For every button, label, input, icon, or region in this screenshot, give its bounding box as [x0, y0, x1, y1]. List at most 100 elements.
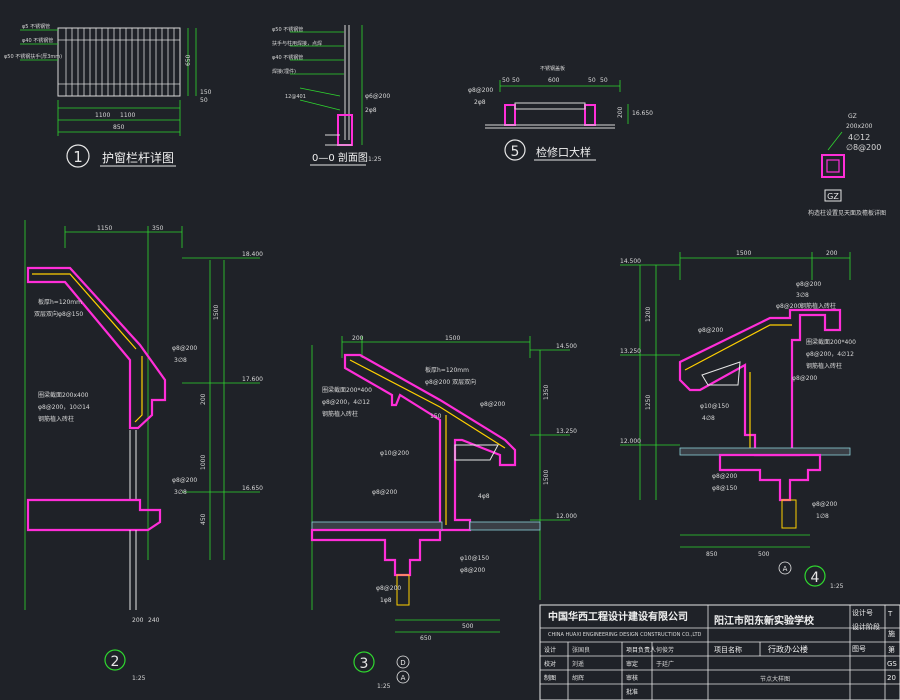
detail-3-dim-lines — [311, 336, 570, 633]
label-project-name: 项目名称 — [714, 645, 742, 654]
d4-dim-4: 1250 — [645, 395, 652, 410]
gz-column-detail: GZ 200x200 4∅12 ∅8@200 GZ 构造柱设置见天面及檐板详图 — [808, 113, 886, 217]
hatch-dim-2: 50 — [512, 77, 520, 84]
label-check: 审核 — [626, 674, 638, 682]
hatch-dim-1: 50 — [502, 77, 510, 84]
d4-dim-1: 1500 — [736, 250, 751, 257]
d2-note-3: 圈梁截面200x400 — [38, 391, 89, 399]
d2-dim-200: 200 — [200, 393, 207, 405]
detail-2-scale: 1:25 — [132, 675, 146, 682]
detail-5-bubble — [504, 139, 526, 161]
section-note-4: 焊接(埋件) — [272, 68, 296, 75]
cut-4: GS — [887, 660, 897, 668]
d2-dim-1150: 1150 — [97, 225, 112, 232]
railing-note-3: φ50 不锈钢扶手(厚3mm) — [4, 53, 62, 60]
person-1: 张国良 — [572, 646, 590, 654]
railing-bars — [58, 28, 180, 96]
d4-note-3: φ8@200 — [776, 303, 801, 310]
d4-note-4: 钢筋植入砖柱 — [800, 302, 836, 310]
detail-5-hatch: 50 50 600 50 50 200 16.650 不锈钢盖板 φ8@200 … — [468, 65, 653, 161]
sheet-title: 节点大样图 — [760, 675, 790, 683]
detail-2-slab-outline — [26, 266, 167, 430]
d3-note-5: 钢筋植入砖柱 — [322, 410, 358, 418]
detail-2-ring-beam — [26, 498, 162, 532]
d3-note-12: φ8@200 — [376, 585, 401, 592]
section-scale: 1:25 — [368, 156, 382, 163]
label-drawer: 制图 — [544, 674, 556, 682]
section-note-7: 2φ8 — [365, 107, 377, 114]
d4-note-9: φ8@200 — [792, 375, 817, 382]
detail-3: 200 1500 1350 1500 150 650 500 14.500 13… — [310, 335, 577, 690]
d3-dim-7: 500 — [462, 623, 474, 630]
cut-3: 第 — [888, 645, 895, 654]
hatch-dim-5: 50 — [600, 77, 608, 84]
d4-note-11: 4∅8 — [702, 415, 715, 422]
detail-2-bubble — [104, 649, 126, 671]
railing-dim-total: 850 — [113, 124, 125, 131]
section-leaders — [290, 25, 363, 145]
d2-note-1: 板厚h=120mm — [38, 298, 82, 306]
detail-4-bubble — [804, 565, 826, 587]
d3-note-9: 4φ8 — [478, 493, 490, 500]
detail-4-dim-lines — [620, 252, 851, 548]
hatch-dim-3: 600 — [548, 77, 560, 84]
d4-level-2: 13.250 — [620, 348, 641, 355]
detail-4-canopy — [678, 308, 842, 457]
d3-axis-d: D — [400, 659, 405, 667]
detail-1-railing: 1100 1100 850 650 150 50 φ5 不锈钢管 φ40 不锈钢… — [4, 23, 212, 168]
hatch-dims — [499, 80, 629, 124]
title-block: 中国华西工程设计建设有限公司 CHINA HUAXI ENGINEERING D… — [539, 604, 900, 700]
d2-level-1: 18.400 — [242, 251, 263, 258]
detail-2: 1150 350 1500 200 1000 450 200 240 18.40… — [24, 220, 263, 682]
hatch-note-1: 不锈钢盖板 — [540, 65, 565, 72]
d3-dim-2: 1500 — [445, 335, 460, 342]
d4-note-8: 钢筋植入砖柱 — [806, 362, 842, 370]
detail-3-number: 3 — [360, 656, 369, 672]
company-name: 中国华西工程设计建设有限公司 — [548, 610, 688, 623]
d4-level-3: 12.000 — [620, 438, 641, 445]
railing-dim-lines — [20, 28, 197, 136]
d3-dim-3: 1350 — [543, 385, 550, 400]
d2-note-9: 3∅8 — [174, 489, 187, 496]
d2-level-3: 16.650 — [242, 485, 263, 492]
d3-dim-4: 1500 — [543, 470, 550, 485]
d3-level-2: 13.250 — [556, 428, 577, 435]
detail-5-title: 检修口大样 — [536, 145, 591, 159]
hatch-note-2: φ8@200 — [468, 87, 493, 94]
gz-note: 构造柱设置见天面及檐板详图 — [808, 209, 886, 217]
d4-note-13: φ8@150 — [712, 485, 737, 492]
d2-note-8: φ8@200 — [172, 477, 197, 484]
detail-4-number: 4 — [811, 570, 820, 586]
detail-2-number: 2 — [111, 654, 120, 670]
d4-dim-6: 500 — [758, 551, 770, 558]
hatch-dim-6: 200 — [617, 106, 624, 118]
person-2: 刘遥 — [572, 660, 584, 668]
d2-note-2: 双层双向φ8@150 — [34, 310, 83, 318]
cut-2: 施 — [888, 629, 895, 638]
d3-level-1: 14.500 — [556, 343, 577, 350]
d4-note-14: φ8@200 — [812, 501, 837, 508]
section-note-2: 扶手与柱用焊接，点焊 — [272, 40, 322, 47]
d4-note-10: φ10@150 — [700, 403, 729, 410]
d3-dim-6: 650 — [420, 635, 432, 642]
section-note-1: φ50 不锈钢管 — [272, 26, 303, 33]
detail-2-rebar-top — [32, 273, 137, 350]
detail-2-dim-lines — [24, 220, 260, 610]
detail-3-floor-slab — [311, 521, 443, 531]
railing-note-2: φ40 不锈钢管 — [22, 37, 53, 44]
d3-note-8: φ8@200 — [372, 489, 397, 496]
railing-dim-b: 1100 — [120, 112, 135, 119]
cut-5: 20 — [887, 674, 896, 682]
d4-note-7: φ8@200，4∅12 — [806, 351, 854, 358]
project-name: 阳江市阳东新实验学校 — [714, 614, 815, 627]
d3-note-13: 1φ8 — [380, 597, 392, 604]
hatch-cover — [514, 102, 586, 110]
hatch-dim-4: 50 — [588, 77, 596, 84]
section-note-3: φ40 不锈钢管 — [272, 54, 303, 61]
d4-note-5: φ8@200 — [698, 327, 723, 334]
d4-axis-a: A — [783, 565, 788, 573]
d2-note-6: φ8@200 — [172, 345, 197, 352]
detail-1-bubble — [66, 144, 90, 168]
